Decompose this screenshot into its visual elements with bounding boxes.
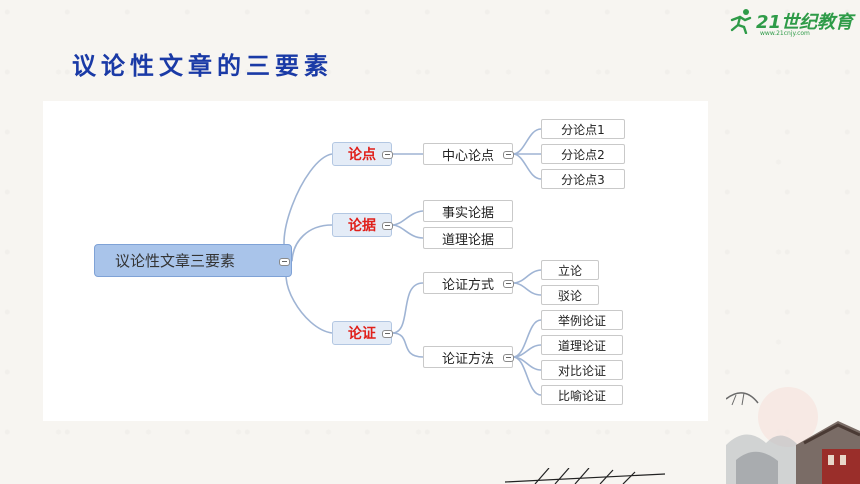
collapse-toggle-icon[interactable] [503, 280, 514, 288]
collapse-toggle-icon[interactable] [279, 258, 290, 266]
runner-icon [730, 9, 752, 34]
leaf-biyu-lunzheng[interactable]: 比喻论证 [541, 385, 623, 405]
leaf-daoli-lunzheng[interactable]: 道理论证 [541, 335, 623, 355]
brand-logo: 21世纪教育 www.21cnjy.com [726, 6, 854, 40]
collapse-toggle-icon[interactable] [503, 151, 514, 159]
leaf-duibi-lunzheng[interactable]: 对比论证 [541, 360, 623, 380]
collapse-toggle-icon[interactable] [382, 330, 393, 338]
connector-center-1 [512, 128, 542, 155]
connector-lunju-daoli [391, 224, 424, 239]
connector-lunzheng-fangfa [391, 332, 424, 358]
connector-center-3 [512, 153, 542, 180]
collapse-toggle-icon[interactable] [382, 222, 393, 230]
node-lunzheng-fangshi[interactable]: 论证方式 [423, 272, 513, 294]
branch-node-lunzheng[interactable]: 论证 [332, 321, 392, 345]
ink-landscape-illustration [726, 387, 860, 484]
mindmap-connectors [283, 128, 542, 396]
connector-fangshi-bo [512, 282, 542, 296]
collapse-toggle-icon[interactable] [503, 354, 514, 362]
connector-fangshi-li [512, 269, 542, 284]
brand-name: 21世纪教育 [756, 12, 854, 33]
node-shishi-lunju[interactable]: 事实论据 [423, 200, 513, 222]
leaf-juli-lunzheng[interactable]: 举例论证 [541, 310, 623, 330]
node-daoli-lunju[interactable]: 道理论据 [423, 227, 513, 249]
collapse-toggle-icon[interactable] [382, 151, 393, 159]
mindmap-panel: 议论性文章三要素 论点 论据 论证 中心论点 事实论据 道理论据 论证方式 论证… [43, 101, 708, 421]
connector-root-lunju [291, 224, 333, 262]
leaf-fenlundian-1[interactable]: 分论点1 [541, 119, 625, 139]
node-lunzheng-fangfa[interactable]: 论证方法 [423, 346, 513, 368]
connector-lunju-shishi [391, 210, 424, 226]
leaf-fenlundian-3[interactable]: 分论点3 [541, 169, 625, 189]
connector-lunzheng-fangshi [391, 282, 424, 334]
node-zhongxin-lundian[interactable]: 中心论点 [423, 143, 513, 165]
leaf-fenlundian-2[interactable]: 分论点2 [541, 144, 625, 164]
leaf-lilun[interactable]: 立论 [541, 260, 599, 280]
connector-root-lunzheng [285, 260, 333, 334]
mindmap-root-node[interactable]: 议论性文章三要素 [94, 244, 292, 277]
slide-title: 议论性文章的三要素 [72, 51, 333, 80]
leaf-bolun[interactable]: 驳论 [541, 285, 599, 305]
decorative-strokes [505, 468, 665, 484]
connector-fangfa-4 [512, 356, 542, 396]
brand-url: www.21cnjy.com [760, 30, 810, 37]
